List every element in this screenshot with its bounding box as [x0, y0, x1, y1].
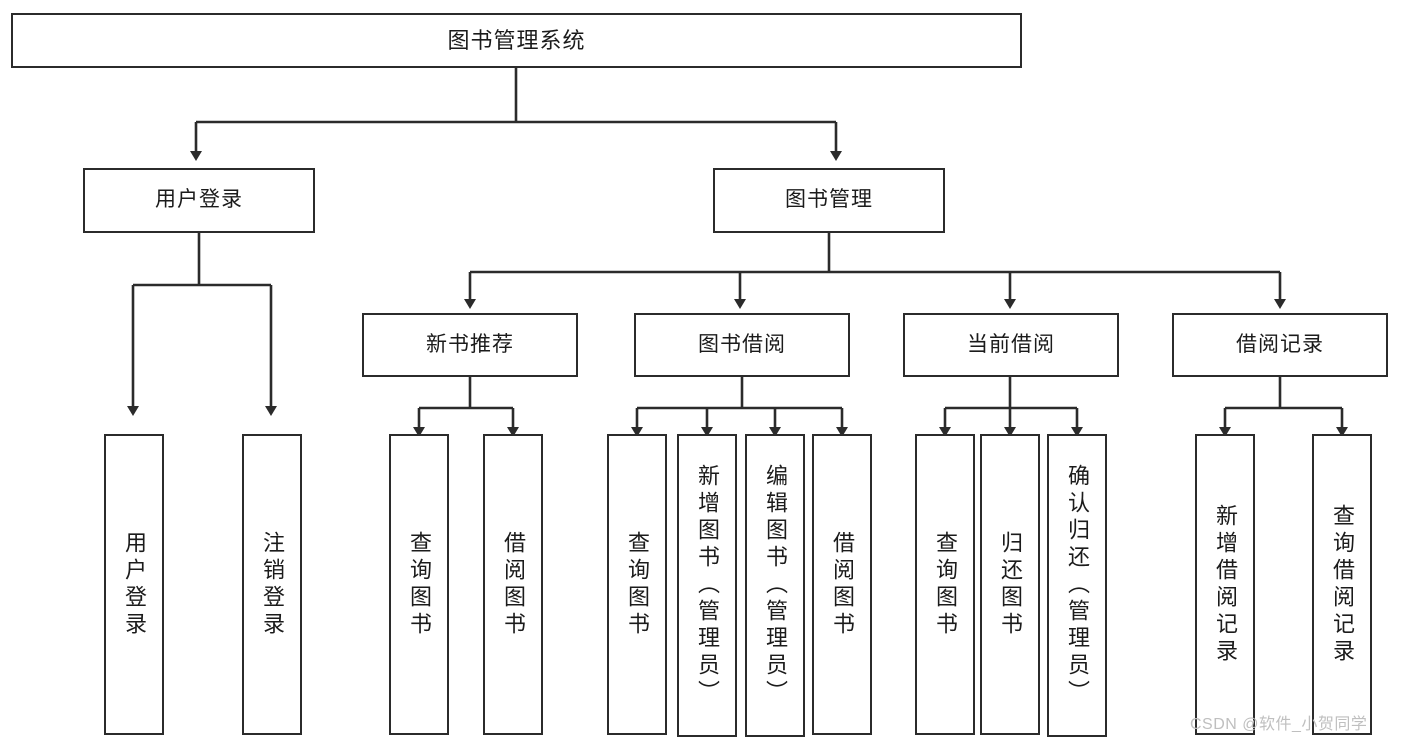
node-leaf-add-borrow-record[interactable]: 新增借阅记录 [1195, 434, 1255, 735]
node-leaf-edit-book-admin[interactable]: 编辑图书（管理员） [745, 434, 805, 737]
node-leaf-query-book-current[interactable]: 查询图书 [915, 434, 975, 735]
node-leaf-query-borrow-record[interactable]: 查询借阅记录 [1312, 434, 1372, 735]
node-leaf-logout[interactable]: 注销登录 [242, 434, 302, 735]
node-user-login[interactable]: 用户登录 [83, 168, 315, 233]
node-label: 借阅图书 [830, 530, 855, 639]
node-label: 图书管理系统 [447, 27, 586, 53]
node-label: 用户登录 [155, 188, 243, 212]
node-label: 归还图书 [998, 530, 1023, 639]
node-root-book-management-system[interactable]: 图书管理系统 [11, 13, 1022, 68]
node-label: 查询图书 [625, 530, 650, 639]
node-label: 借阅图书 [501, 530, 526, 639]
node-leaf-add-book-admin[interactable]: 新增图书（管理员） [677, 434, 737, 737]
node-label: 借阅记录 [1236, 332, 1324, 356]
node-label: 用户登录 [122, 530, 147, 639]
node-label: 确认归还（管理员） [1065, 464, 1090, 707]
node-label: 注销登录 [260, 530, 285, 639]
node-label: 查询借阅记录 [1330, 503, 1355, 666]
node-borrow-records[interactable]: 借阅记录 [1172, 313, 1388, 377]
node-label: 编辑图书（管理员） [763, 464, 788, 707]
node-new-book-recommendation[interactable]: 新书推荐 [362, 313, 578, 377]
node-label: 查询图书 [933, 530, 958, 639]
node-label: 新增借阅记录 [1213, 503, 1238, 666]
node-label: 新书推荐 [426, 332, 514, 356]
node-label: 图书管理 [785, 188, 873, 212]
node-leaf-borrow-book-recommendation[interactable]: 借阅图书 [483, 434, 543, 735]
node-book-management[interactable]: 图书管理 [713, 168, 945, 233]
node-label: 当前借阅 [967, 332, 1055, 356]
node-label: 图书借阅 [698, 332, 786, 356]
node-label: 新增图书（管理员） [695, 464, 720, 707]
node-leaf-return-book[interactable]: 归还图书 [980, 434, 1040, 735]
node-label: 查询图书 [407, 530, 432, 639]
node-current-borrowing[interactable]: 当前借阅 [903, 313, 1119, 377]
node-leaf-query-book-borrowing[interactable]: 查询图书 [607, 434, 667, 735]
node-leaf-query-book-recommendation[interactable]: 查询图书 [389, 434, 449, 735]
node-book-borrowing[interactable]: 图书借阅 [634, 313, 850, 377]
node-leaf-user-login[interactable]: 用户登录 [104, 434, 164, 735]
node-leaf-borrow-book-borrowing[interactable]: 借阅图书 [812, 434, 872, 735]
node-leaf-confirm-return-admin[interactable]: 确认归还（管理员） [1047, 434, 1107, 737]
csdn-watermark: CSDN @软件_小贺同学 [1190, 716, 1368, 733]
